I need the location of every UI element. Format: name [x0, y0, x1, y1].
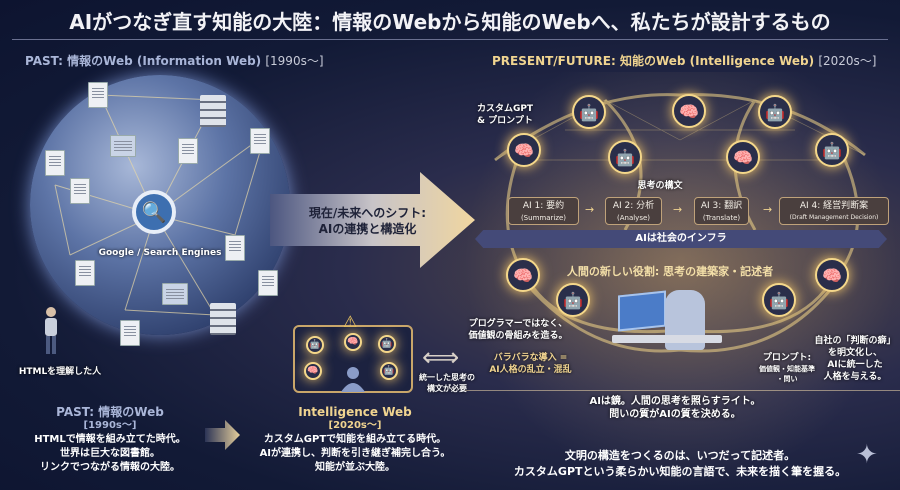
scattered-adoption-note: バラバラな導入 = AI人格の乱立・混乱: [489, 353, 572, 375]
arrow-right-icon: →: [673, 203, 683, 216]
step-label: AI 3: 翻訳: [700, 201, 743, 211]
image-icon: [162, 283, 188, 305]
arrow-right-icon: [205, 420, 240, 450]
shift-arrow-label: 現在/未来へのシフト: AIの連携と構造化: [285, 205, 450, 237]
brain-node-icon: 🧠: [344, 333, 362, 351]
present-header-years: [2020s〜]: [818, 54, 877, 68]
robot-node-icon: 🤖: [556, 283, 590, 317]
image-icon: [110, 135, 136, 157]
server-icon: [210, 303, 236, 335]
robot-node-icon: 🤖: [378, 335, 396, 353]
mirror-note: AIは鏡。人間の思考を照らすライト。 問いの質がAIの質を決める。: [589, 396, 761, 420]
page-title: AIがつなぎ直す知能の大陸：情報のWebから知能のWebへ、私たちが設計するもの: [69, 10, 831, 34]
closing-line-1: 文明の構造をつくるのは、いつだって記述者。: [564, 449, 796, 462]
robot-node-icon: 🤖: [608, 140, 642, 174]
arrow-right-icon: →: [763, 203, 773, 216]
robot-node-icon: 🤖: [380, 362, 398, 380]
robot-node-icon: 🤖: [815, 133, 849, 167]
user-silhouette-icon: [341, 367, 365, 392]
intelligence-summary-years: [2020s〜]: [328, 420, 382, 431]
human-role-label: 人間の新しい役割: 思考の建築家・記述者: [566, 265, 774, 278]
shift-arrow: [270, 172, 475, 268]
present-header-label: PRESENT/FUTURE: 知能のWeb (Intelligence Web…: [492, 54, 815, 68]
document-icon: [225, 235, 245, 261]
robot-node-icon: 🤖: [306, 336, 324, 354]
search-engines-label: Google / Search Engines: [98, 248, 222, 258]
unified-syntax-note: 統一した思考の 構文が必要: [419, 373, 475, 393]
brain-node-icon: 🧠: [304, 362, 322, 380]
past-header: PAST: 情報のWeb (Information Web) [1990s〜]: [25, 52, 324, 69]
past-summary-text: HTMLで情報を組み立てた時代。 世界は巨大な図書館。 リンクでつながる情報の大…: [34, 434, 186, 473]
robot-node-icon: 🤖: [762, 283, 796, 317]
step-sub: (Draft Management Decision): [789, 214, 879, 221]
present-header: PRESENT/FUTURE: 知能のWeb (Intelligence Web…: [492, 52, 876, 69]
past-summary-title: PAST: 情報のWeb: [56, 405, 164, 419]
brain-node-icon: 🧠: [726, 140, 760, 174]
document-icon: [88, 82, 108, 108]
programmer-note: プログラマーではなく、 価値観の骨組みを造る。: [468, 319, 568, 341]
pipeline-step-1: AI 1: 要約 (Summarize): [508, 197, 579, 225]
prompt-title: プロンプト:: [762, 353, 812, 363]
brain-node-icon: 🧠: [815, 258, 849, 292]
double-arrow-icon: ⟺: [422, 343, 460, 373]
past-header-label: PAST: 情報のWeb (Information Web): [25, 54, 262, 68]
pipeline-step-2: AI 2: 分析 (Analyse): [605, 197, 662, 225]
search-magnifier-icon: 🔍: [132, 190, 176, 234]
document-icon: [45, 150, 65, 176]
brain-node-icon: 🧠: [506, 258, 540, 292]
company-note: 自社の「判断の癖」 を明文化し、 AIに統一した 人格を与える。: [814, 336, 896, 382]
step-sub: (Analyse): [616, 214, 651, 222]
intelligence-summary-text: カスタムGPTで知能を組み立てる時代。 AIが連携し、判断を引き継ぎ補完し合う。…: [259, 434, 451, 473]
intelligence-summary-title: Intelligence Web: [298, 405, 412, 419]
document-icon: [258, 270, 278, 296]
warning-icon: ⚠: [343, 312, 358, 331]
blueprint-monitor: [618, 290, 666, 332]
closing-line-2: カスタムGPTという柔らかい知能の言語で、未来を描く筆を握る。: [513, 465, 847, 478]
sparkle-icon: ✦: [856, 440, 878, 470]
person-icon: [45, 307, 57, 354]
closing-message: 文明の構造をつくるのは、いつだって記述者。 カスタムGPTという柔らかい知能の言…: [500, 448, 860, 480]
robot-node-icon: 🤖: [572, 95, 606, 129]
prompt-sub: 価値観・知能基準 ・問い: [759, 365, 815, 383]
server-icon: [200, 95, 226, 127]
pipeline-step-4: AI 4: 経営判断案 (Draft Management Decision): [779, 197, 889, 225]
document-icon: [75, 260, 95, 286]
past-summary-years: [1990s〜]: [83, 420, 137, 431]
desk: [612, 335, 722, 343]
syntax-label: 思考の構文: [637, 181, 683, 191]
document-icon: [120, 320, 140, 346]
step-sub: (Summarize): [520, 214, 567, 222]
past-summary: PAST: 情報のWeb [1990s〜] HTMLで情報を組み立てた時代。 世…: [10, 405, 210, 475]
title-divider: [12, 39, 888, 40]
brain-node-icon: 🧠: [507, 133, 541, 167]
brain-node-icon: 🧠: [672, 94, 706, 128]
html-person-label: HTMLを理解した人: [18, 367, 102, 377]
shift-line-1: 現在/未来へのシフト:: [308, 206, 427, 220]
robot-node-icon: 🤖: [758, 95, 792, 129]
document-icon: [70, 178, 90, 204]
step-label: AI 1: 要約: [522, 201, 565, 211]
pipeline-step-3: AI 3: 翻訳 (Translate): [694, 197, 749, 225]
custom-gpt-label: カスタムGPT & プロンプト: [476, 104, 534, 126]
shift-line-2: AIの連携と構造化: [318, 222, 417, 236]
intelligence-summary: Intelligence Web [2020s〜] カスタムGPTで知能を組み立…: [245, 405, 465, 475]
step-label: AI 2: 分析: [612, 201, 655, 211]
floor-line: [465, 390, 900, 391]
step-sub: (Translate): [702, 214, 741, 222]
arrow-right-icon: →: [585, 203, 595, 216]
document-icon: [250, 128, 270, 154]
document-icon: [178, 138, 198, 164]
step-label: AI 4: 経営判断案: [799, 201, 869, 211]
infrastructure-banner: AIは社会のインフラ: [475, 230, 887, 248]
past-header-years: [1990s〜]: [265, 54, 324, 68]
